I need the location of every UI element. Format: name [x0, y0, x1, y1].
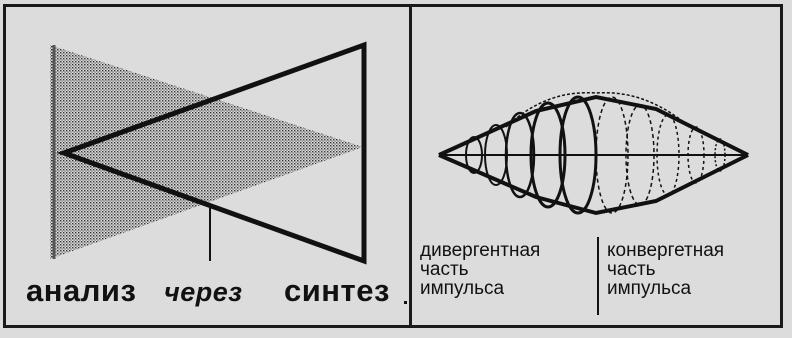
caption-convergent-line1: конвергетная [607, 241, 724, 260]
wave-arc [688, 127, 704, 183]
wave-arc [560, 97, 596, 213]
caption-separator [597, 237, 599, 315]
analysis-triangle [50, 45, 363, 259]
wave-arc [485, 125, 507, 185]
wave-arc [626, 105, 654, 205]
caption-convergent-line3: импульса [607, 279, 724, 298]
wave-arc [506, 113, 534, 197]
impulse-outline-top [439, 97, 748, 155]
wave-arc [596, 97, 628, 213]
caption-divergent: дивергентная часть импульса [420, 241, 540, 298]
caption-divergent-line1: дивергентная [420, 241, 540, 260]
diagram-frame: анализ через синтез диверген [3, 4, 783, 328]
label-analysis: анализ [26, 273, 136, 309]
panel-divider [409, 7, 412, 325]
stray-dot [404, 301, 407, 304]
impulse-dome [506, 93, 690, 127]
impulse-outline-bottom [439, 155, 748, 213]
wave-arc [531, 103, 565, 207]
caption-convergent: конвергетная часть импульса [607, 241, 724, 298]
wave-arc [715, 139, 725, 171]
caption-convergent-line2: часть [607, 260, 724, 279]
wave-arc [466, 137, 482, 173]
caption-divergent-line3: импульса [420, 279, 540, 298]
wave-arc [657, 115, 679, 195]
label-through: через [164, 277, 243, 308]
caption-divergent-line2: часть [420, 260, 540, 279]
label-synthesis: синтез [284, 273, 390, 309]
